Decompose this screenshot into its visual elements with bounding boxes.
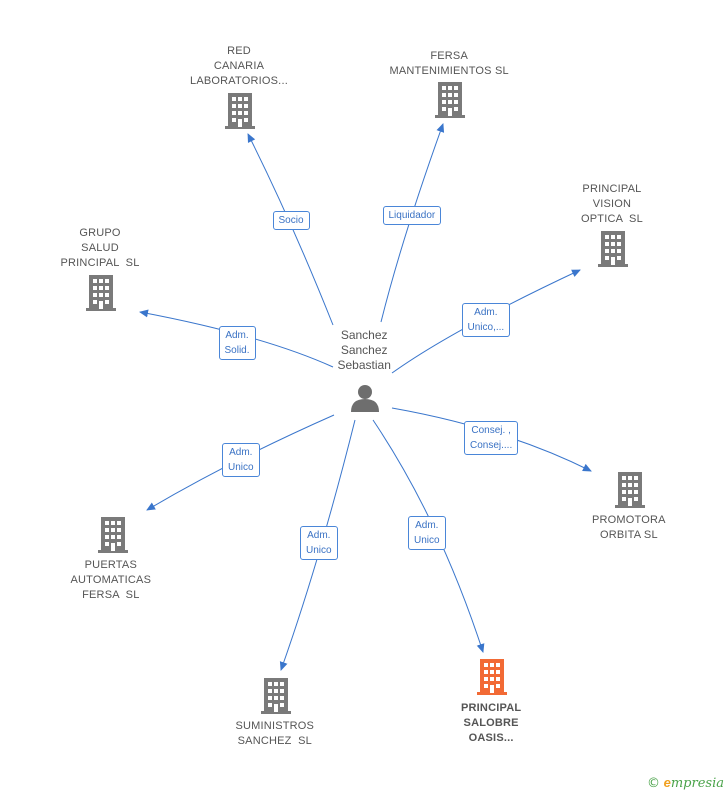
relation-label-line: Adm.	[225, 330, 249, 341]
relation-label-fersa-mantenimientos[interactable]: Liquidador	[382, 205, 442, 225]
company-name-line: FERSA SL	[82, 589, 140, 601]
company-name-line: SALOBRE	[463, 717, 519, 729]
company-name-promotora-orbita[interactable]: PROMOTORA ORBITA SL	[592, 513, 666, 543]
company-name-line: OPTICA SL	[581, 213, 643, 225]
footer-brand: © empresia	[647, 775, 724, 791]
company-name-line: AUTOMATICAS	[70, 574, 152, 586]
relation-label-line: Consej....	[470, 440, 513, 451]
company-name-line: PRINCIPAL SL	[60, 257, 140, 269]
building-icon-red-canaria[interactable]	[225, 93, 255, 129]
relation-label-line: Adm.	[474, 307, 498, 318]
company-name-line: LABORATORIOS...	[190, 75, 288, 87]
building-icon-promotora-orbita[interactable]	[615, 472, 645, 508]
building-icon-principal-salobre[interactable]	[477, 659, 507, 695]
person-name-line: Sanchez	[340, 328, 388, 342]
company-name-line: PRINCIPAL	[582, 183, 642, 195]
company-name-line: SANCHEZ SL	[237, 735, 312, 747]
person-name-line: Sebastian	[337, 358, 391, 372]
relation-label-line: Unico	[414, 535, 440, 546]
relation-label-line: Consej. ,	[471, 425, 511, 436]
company-name-line: PRINCIPAL	[461, 702, 522, 714]
relation-label-line: Socio	[278, 214, 304, 226]
company-name-line: FERSA	[430, 50, 468, 62]
relation-label-line: Adm.	[307, 530, 331, 541]
building-icon-principal-vision[interactable]	[598, 231, 628, 267]
company-name-line: VISION	[592, 198, 632, 210]
company-name-fersa-mantenimientos[interactable]: FERSA MANTENIMIENTOS SL	[390, 49, 509, 79]
relation-label-grupo-salud[interactable]: Adm. Solid.	[218, 326, 256, 360]
relation-label-red-canaria[interactable]: Socio	[272, 210, 310, 230]
copyright-symbol: ©	[647, 776, 660, 791]
company-name-puertas-automaticas[interactable]: PUERTAS AUTOMATICAS FERSA SL	[71, 558, 152, 603]
company-name-red-canaria[interactable]: RED CANARIA LABORATORIOS...	[190, 44, 288, 89]
company-name-suministros-sanchez[interactable]: SUMINISTROS SANCHEZ SL	[236, 719, 315, 749]
relation-label-line: Liquidador	[388, 209, 436, 221]
company-name-line: ORBITA SL	[599, 529, 658, 541]
company-name-line: PROMOTORA	[592, 514, 666, 526]
building-icon-fersa-mantenimientos[interactable]	[435, 82, 465, 118]
company-name-grupo-salud[interactable]: GRUPO SALUD PRINCIPAL SL	[61, 226, 140, 271]
relation-label-promotora-orbita[interactable]: Consej. , Consej....	[464, 421, 519, 455]
company-name-line: SALUD	[81, 242, 119, 254]
relation-label-suministros-sanchez[interactable]: Adm. Unico	[300, 526, 338, 560]
building-icon-puertas-automaticas[interactable]	[98, 517, 128, 553]
person-icon[interactable]	[351, 385, 379, 412]
relation-label-line: Adm.	[415, 520, 439, 531]
edge-fersa-mantenimientos	[380, 123, 445, 323]
relation-label-principal-salobre[interactable]: Adm. Unico	[408, 516, 446, 550]
relation-label-line: Adm.	[229, 447, 253, 458]
company-name-line: RED	[227, 45, 251, 57]
company-name-principal-vision[interactable]: PRINCIPAL VISION OPTICA SL	[581, 182, 643, 227]
relation-label-puertas-automaticas[interactable]: Adm. Unico	[222, 443, 260, 477]
company-name-line: MANTENIMIENTOS SL	[389, 65, 509, 77]
brand-initial: e	[663, 775, 671, 790]
company-name-line: OASIS...	[468, 732, 514, 744]
company-name-line: PUERTAS	[84, 559, 137, 571]
building-icon-suministros-sanchez[interactable]	[261, 678, 291, 714]
relation-label-line: Unico	[306, 545, 332, 556]
relation-label-line: Unico,...	[467, 322, 505, 333]
edge-red-canaria	[247, 133, 334, 326]
company-name-line: CANARIA	[213, 60, 265, 72]
company-name-line: SUMINISTROS	[235, 720, 315, 732]
relation-label-principal-vision[interactable]: Adm. Unico,...	[461, 303, 511, 337]
relation-label-line: Unico	[228, 462, 254, 473]
building-icon-grupo-salud[interactable]	[86, 275, 116, 311]
relation-label-line: Solid.	[224, 345, 250, 356]
company-name-principal-salobre[interactable]: PRINCIPAL SALOBRE OASIS...	[461, 701, 521, 746]
brand-name: mpresia	[670, 776, 724, 791]
person-name-line: Sanchez	[340, 343, 388, 357]
company-name-line: GRUPO	[79, 227, 121, 239]
